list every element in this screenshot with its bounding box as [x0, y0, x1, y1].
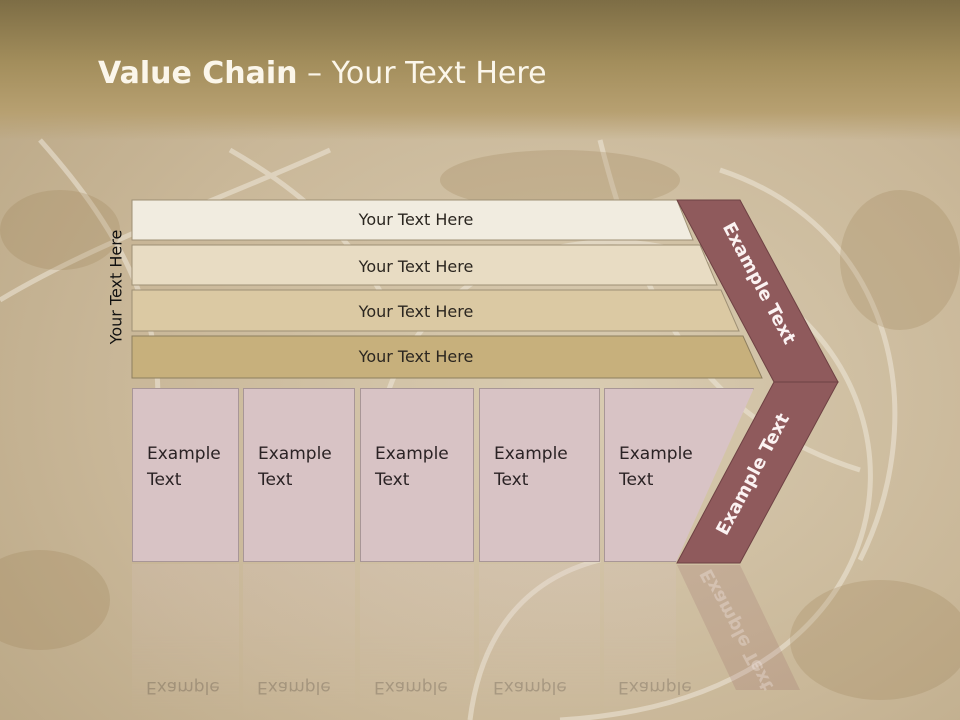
title-rest: – Your Text Here [297, 56, 547, 91]
box-reflection: Example [243, 564, 355, 720]
box-reflection: Example [479, 564, 600, 720]
bar-2-label: Your Text Here [358, 257, 474, 276]
bar-1-label: Your Text Here [358, 210, 474, 229]
bar-3 [131, 289, 740, 332]
arrow-reflection [677, 565, 800, 690]
arrow-lower [676, 381, 839, 564]
box-reflection-text: Example [374, 677, 448, 697]
title-bold: Value Chain [98, 56, 298, 91]
box-reflection-text: Example [493, 677, 567, 697]
page-title: Value Chain – Your Text Here [98, 56, 547, 91]
box-reflection-text: Example [146, 677, 220, 697]
bar-4-label: Your Text Here [358, 347, 474, 366]
header-band [0, 0, 960, 140]
box-reflection: Example [360, 564, 474, 720]
bar-3-label: Your Text Here [358, 302, 474, 321]
bar-2 [131, 244, 718, 286]
box-reflection-text: Example [257, 677, 331, 697]
bar-1 [131, 199, 694, 241]
box-reflection: Example [132, 564, 239, 720]
box-reflection: Example [604, 564, 692, 720]
bar-4 [131, 335, 763, 379]
box-reflection-text: Example [618, 677, 692, 697]
